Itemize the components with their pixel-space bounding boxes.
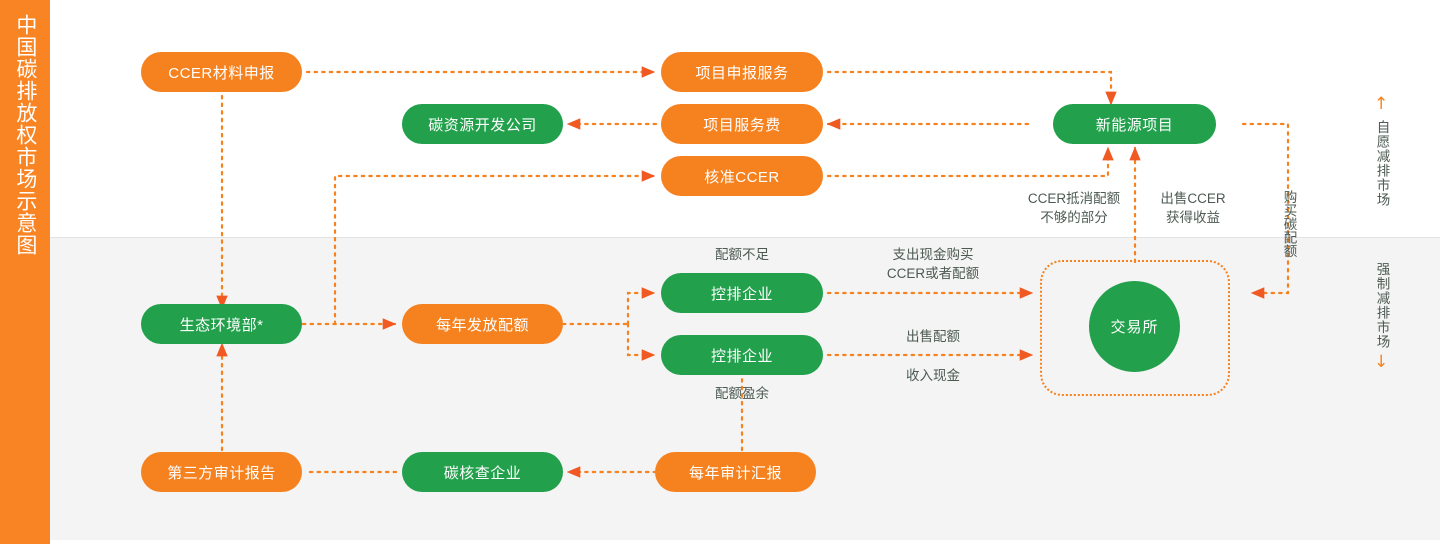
annotation-ccer-offset-shortfall: CCER抵消配额 不够的部分 <box>1027 191 1121 225</box>
voluntary-market-label: 自愿减排市场 <box>1374 120 1390 207</box>
mandatory-market-label: 强制减排市场 <box>1374 262 1390 349</box>
annotation-sell-ccer-revenue: 出售CCER 获得收益 <box>1160 191 1226 225</box>
annotation-sell-quota: 出售配额 <box>906 329 960 344</box>
node-approve-ccer[interactable]: 核准CCER <box>661 156 823 196</box>
market-divider <box>50 237 1440 238</box>
node-carbon-verification-company[interactable]: 碳核查企业 <box>402 452 563 492</box>
node-third-party-audit-report[interactable]: 第三方审计报告 <box>141 452 302 492</box>
canvas-bottom-edge <box>50 540 1440 544</box>
node-carbon-resource-development-company[interactable]: 碳资源开发公司 <box>402 104 563 144</box>
annotation-quota-shortage: 配额不足 <box>715 247 769 262</box>
exchange-zone <box>1040 260 1230 396</box>
node-project-application-service[interactable]: 项目申报服务 <box>661 52 823 92</box>
voluntary-market-up-arrow-icon: ↑ <box>1374 94 1389 114</box>
node-controlled-enterprise-1[interactable]: 控排企业 <box>661 273 823 313</box>
node-controlled-enterprise-2[interactable]: 控排企业 <box>661 335 823 375</box>
node-project-service-fee[interactable]: 项目服务费 <box>661 104 823 144</box>
node-exchange[interactable]: 交易所 <box>1089 281 1180 372</box>
node-annual-audit-report[interactable]: 每年审计汇报 <box>655 452 816 492</box>
diagram-title: 中国碳排放权市场示意图 <box>13 14 37 256</box>
annotation-spend-cash-buy: 支出现金购买 CCER或者配额 <box>886 247 980 281</box>
node-ccer-material-declaration[interactable]: CCER材料申报 <box>141 52 302 92</box>
diagram-title-bar: 中国碳排放权市场示意图 <box>0 0 50 544</box>
annotation-quota-surplus: 配额盈余 <box>715 386 769 401</box>
node-annual-quota-allocation[interactable]: 每年发放配额 <box>402 304 563 344</box>
node-ministry-of-ecology-environment[interactable]: 生态环境部* <box>141 304 302 344</box>
annotation-receive-cash: 收入现金 <box>906 368 960 383</box>
annotation-buy-carbon-quota: 购买碳配额 <box>1281 190 1297 258</box>
node-new-energy-project[interactable]: 新能源项目 <box>1053 104 1216 144</box>
mandatory-market-down-arrow-icon: ↓ <box>1374 352 1389 372</box>
